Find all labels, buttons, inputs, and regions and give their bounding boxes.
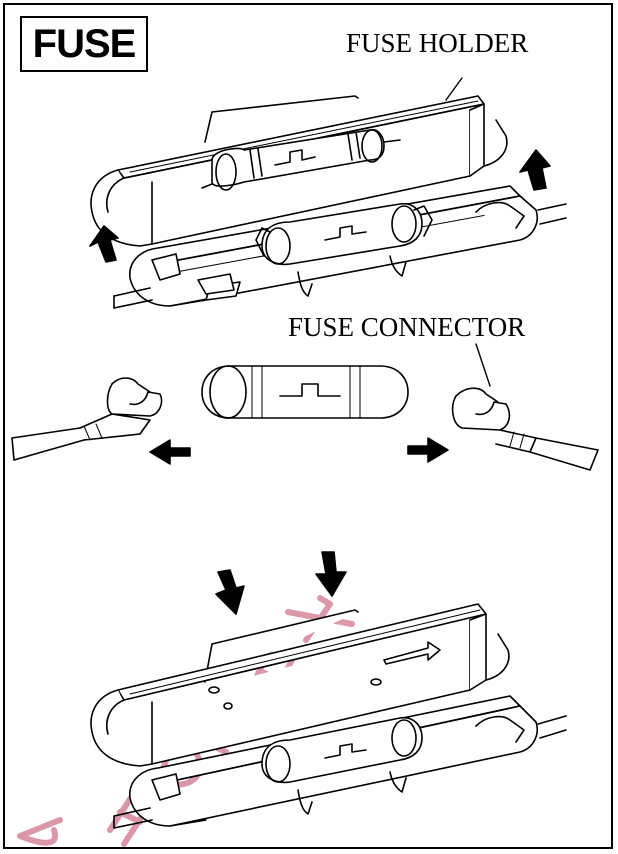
lid-fuse — [201, 128, 401, 191]
arrow-down-icon — [315, 551, 347, 597]
arrow-up-icon — [519, 149, 551, 191]
arrow-down-icon — [215, 569, 245, 615]
fuse-holder-label: FUSE HOLDER — [346, 28, 529, 58]
page-title: FUSE — [32, 21, 137, 66]
arrow-up-icon — [89, 225, 119, 263]
right-fuse-connector — [451, 343, 599, 471]
closing-fuse-holder — [90, 603, 567, 829]
title-box: FUSE — [20, 16, 148, 72]
fuse-connector-label: FUSE CONNECTOR — [288, 312, 526, 342]
arrow-left-icon — [149, 439, 191, 465]
arrow-right-icon — [407, 437, 449, 463]
fuse-cartridge — [201, 365, 409, 419]
left-fuse-connector — [11, 377, 163, 461]
base-fuse — [255, 202, 433, 266]
open-fuse-holder — [90, 77, 567, 309]
